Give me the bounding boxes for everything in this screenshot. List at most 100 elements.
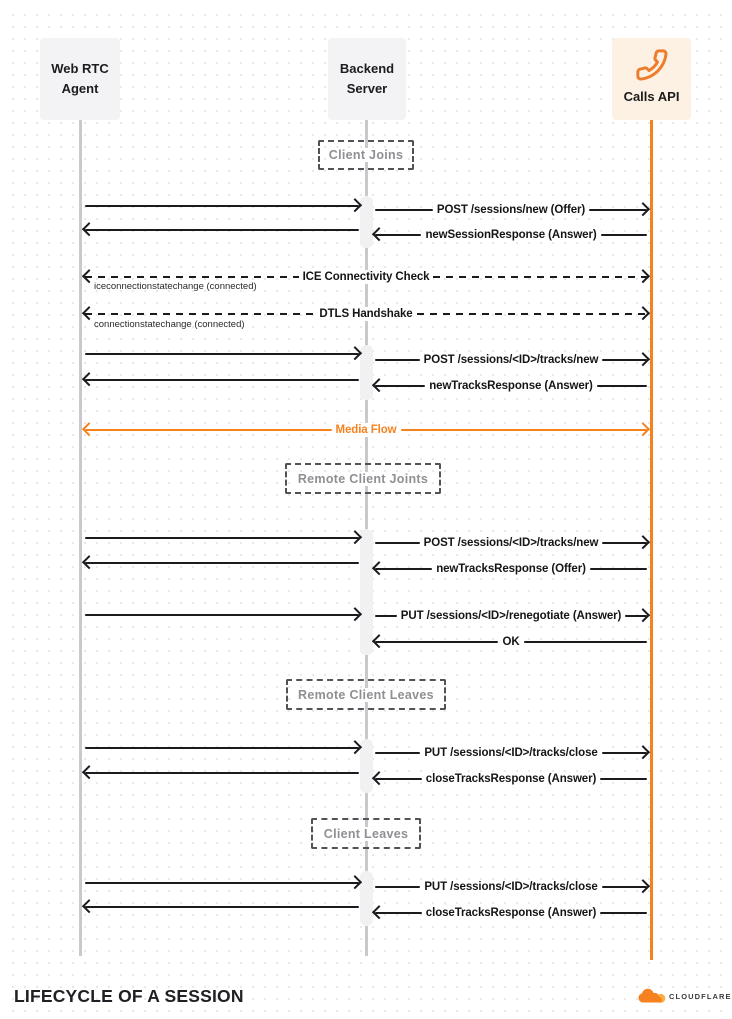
activation-bar (360, 529, 373, 655)
arrow-agent-to-backend (84, 607, 363, 622)
arrow-backend-to-calls: PUT /sessions/<ID>/renegotiate (Answer) (374, 608, 651, 623)
arrow-agent-to-backend (84, 198, 363, 213)
arrowhead-left-icon (371, 634, 387, 649)
activation-bar (360, 739, 373, 793)
arrow-line (600, 911, 648, 915)
arrow-line (375, 911, 422, 915)
phone-icon (635, 48, 669, 82)
arrow-line (375, 208, 433, 212)
arrow-line (375, 233, 422, 237)
arrow-line (85, 771, 359, 775)
arrowhead-left-icon (371, 227, 387, 242)
section-remote-client-leaves: Remote Client Leaves (286, 679, 446, 710)
message-label: POST /sessions/<ID>/tracks/new (419, 536, 603, 550)
arrow-backend-to-calls: PUT /sessions/<ID>/tracks/close (374, 879, 651, 894)
arrow-backend-to-calls: POST /sessions/new (Offer) (374, 202, 651, 217)
arrow-line (600, 233, 648, 237)
message-label: DTLS Handshake (315, 307, 417, 321)
arrowhead-right-icon (347, 530, 363, 545)
arrowhead-left-icon (81, 899, 97, 914)
activation-bar (360, 871, 373, 926)
message-label: POST /sessions/<ID>/tracks/new (419, 353, 603, 367)
arrow-agent-to-backend (84, 875, 363, 890)
arrowhead-right-icon (347, 875, 363, 890)
section-remote-client-joins: Remote Client Joints (285, 463, 441, 494)
page-title: LIFECYCLE OF A SESSION (14, 986, 244, 1006)
arrow-line (85, 536, 359, 540)
activation-bar (360, 345, 373, 400)
arrow-backend-to-calls: PUT /sessions/<ID>/tracks/close (374, 745, 651, 760)
arrow-line (433, 275, 648, 279)
arrow-line (375, 358, 420, 362)
arrow-line (602, 541, 648, 545)
message-label: newSessionResponse (Answer) (421, 228, 601, 242)
arrow-calls-to-backend: closeTracksResponse (Answer) (371, 905, 648, 920)
arrow-calls-to-backend: newTracksResponse (Answer) (371, 378, 648, 393)
arrow-backend-to-calls: POST /sessions/<ID>/tracks/new (374, 352, 651, 367)
arrow-line (589, 208, 647, 212)
arrow-line (375, 384, 426, 388)
arrowhead-left-icon (371, 771, 387, 786)
arrow-line (85, 228, 359, 232)
arrowhead-right-icon (635, 422, 651, 437)
actor-label: Backend Server (339, 60, 395, 96)
event-label-dtls: connectionstatechange (connected) (94, 319, 245, 330)
arrowhead-left-icon (81, 555, 97, 570)
arrow-line (85, 378, 359, 382)
arrow-line (85, 905, 359, 909)
arrowhead-right-icon (635, 879, 651, 894)
section-label: Remote Client Joints (294, 471, 432, 486)
arrowhead-right-icon (635, 269, 651, 284)
arrow-line (596, 384, 648, 388)
arrow-line (602, 358, 648, 362)
arrow-media-flow: Media Flow (81, 422, 651, 437)
arrow-line (601, 885, 648, 889)
arrowhead-right-icon (347, 198, 363, 213)
arrow-line (601, 751, 648, 755)
arrow-agent-to-backend (84, 346, 363, 361)
arrowhead-left-icon (81, 765, 97, 780)
actor-label: Web RTC Agent (51, 60, 109, 96)
arrow-calls-to-backend: newSessionResponse (Answer) (371, 227, 648, 242)
message-label: newTracksResponse (Offer) (432, 562, 590, 576)
actor-label: Calls API (623, 89, 680, 104)
arrow-line (375, 541, 420, 545)
arrow-line (85, 275, 299, 279)
arrow-line (85, 746, 359, 750)
arrow-line (589, 567, 648, 571)
arrow-line (375, 567, 433, 571)
cloudflare-logo: CLOUDFLARE (638, 988, 732, 1004)
message-label: Media Flow (331, 423, 401, 437)
section-client-leaves: Client Leaves (311, 818, 421, 849)
message-label: PUT /sessions/<ID>/tracks/close (420, 746, 602, 760)
arrow-agent-to-backend (84, 530, 363, 545)
arrow-line (85, 312, 316, 316)
arrow-backend-to-agent (81, 372, 360, 387)
arrow-calls-to-backend: newTracksResponse (Offer) (371, 561, 648, 576)
arrowhead-left-icon (371, 378, 387, 393)
arrowhead-right-icon (635, 535, 651, 550)
arrow-backend-to-agent (81, 222, 360, 237)
arrowhead-left-icon (81, 422, 97, 437)
activation-bar (360, 196, 373, 248)
cloudflare-wordmark: CLOUDFLARE (669, 991, 732, 1001)
arrow-calls-to-backend: OK (371, 634, 648, 649)
message-label: PUT /sessions/<ID>/tracks/close (420, 880, 602, 894)
message-label: closeTracksResponse (Answer) (421, 906, 601, 920)
arrow-line (85, 352, 359, 356)
arrowhead-right-icon (347, 607, 363, 622)
arrow-line (85, 428, 332, 432)
arrow-backend-to-agent (81, 899, 360, 914)
actor-webrtc-agent: Web RTC Agent (40, 38, 120, 120)
message-label: POST /sessions/new (Offer) (432, 203, 590, 217)
arrow-line (400, 428, 648, 432)
arrow-line (375, 751, 421, 755)
arrow-line (375, 885, 421, 889)
actor-calls-api: Calls API (612, 38, 691, 120)
arrowhead-left-icon (81, 222, 97, 237)
arrow-agent-to-backend (84, 740, 363, 755)
arrowhead-right-icon (635, 352, 651, 367)
arrow-line (375, 614, 397, 618)
message-label: ICE Connectivity Check (298, 270, 434, 284)
